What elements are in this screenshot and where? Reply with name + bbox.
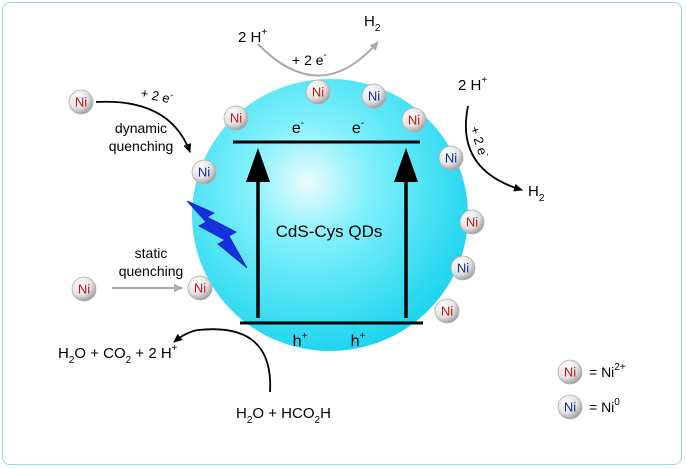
ni2plus-particle: Ni [68,89,94,115]
ni-label: Ni [194,281,206,296]
right-reduction-arrow [464,105,523,192]
ni0-particle: Ni [191,159,217,185]
static-label-line1: static [135,245,168,261]
oxidation-reactants: H2O + HCO2H [236,405,331,426]
svg-text:Ni: Ni [564,400,576,415]
ni-label: Ni [75,95,87,110]
ni-label: Ni [457,261,469,276]
right-reactant: 2 H+ [458,75,487,94]
diagram-frame [2,2,682,465]
excitation-arrow-left [246,148,270,318]
ni-label: Ni [230,111,242,126]
svg-text:= Ni2+: = Ni2+ [589,362,626,380]
svg-text:= Ni0: = Ni0 [589,397,620,415]
dynamic-electrons: + 2 e- [139,83,174,106]
ni0-particle: Ni [438,145,464,171]
electron-label-right: e- [352,118,364,137]
top-reactant: 2 H+ [238,27,267,46]
ni2plus-particle: Ni [223,105,249,131]
quantum-dot-sphere [192,79,468,351]
top-electrons: + 2 e- [292,50,327,68]
ni0-particle: Ni [361,83,387,109]
ni-label: Ni [312,85,324,100]
right-product: H2 [528,183,545,204]
top-reduction-arrow [257,41,379,77]
electron-label-left: e- [292,118,304,137]
ni2plus-particle: Ni [434,298,460,324]
oxidation-arrow [173,328,272,393]
ni2plus-particle: Ni [459,209,485,235]
dynamic-label-line2: quenching [109,138,174,154]
ni-label: Ni [408,113,420,128]
legend-ni2plus: Ni = Ni2+ [557,359,626,385]
ni-label: Ni [445,151,457,166]
legend: Ni = Ni2+ Ni = Ni0 [557,359,626,420]
hole-label-left: h+ [293,331,308,350]
ni0-particle: Ni [450,255,476,281]
light-excitation-bolt-icon [186,200,248,269]
hole-label-right: h+ [351,331,366,350]
ni2plus-particle: Ni [187,275,213,301]
svg-text:Ni: Ni [564,365,576,380]
qd-label: CdS-Cys QDs [276,222,383,241]
right-electrons: + 2 e- [467,124,493,160]
static-label-line2: quenching [119,263,184,279]
ni-label: Ni [368,89,380,104]
dynamic-label-line1: dynamic [115,120,167,136]
ni2plus-particle: Ni [71,276,97,302]
oxidation-products: H2O + CO2 + 2 H+ [58,343,178,366]
legend-ni0: Ni = Ni0 [557,394,620,420]
ni-label: Ni [466,215,478,230]
ni-label: Ni [198,165,210,180]
dynamic-quenching-arrow [95,100,191,153]
top-product: H2 [364,13,381,34]
ni2plus-particle: Ni [305,79,331,105]
excitation-arrow-right [394,148,418,318]
ni2plus-particle: Ni [401,107,427,133]
ni-label: Ni [441,304,453,319]
ni-label: Ni [78,282,90,297]
